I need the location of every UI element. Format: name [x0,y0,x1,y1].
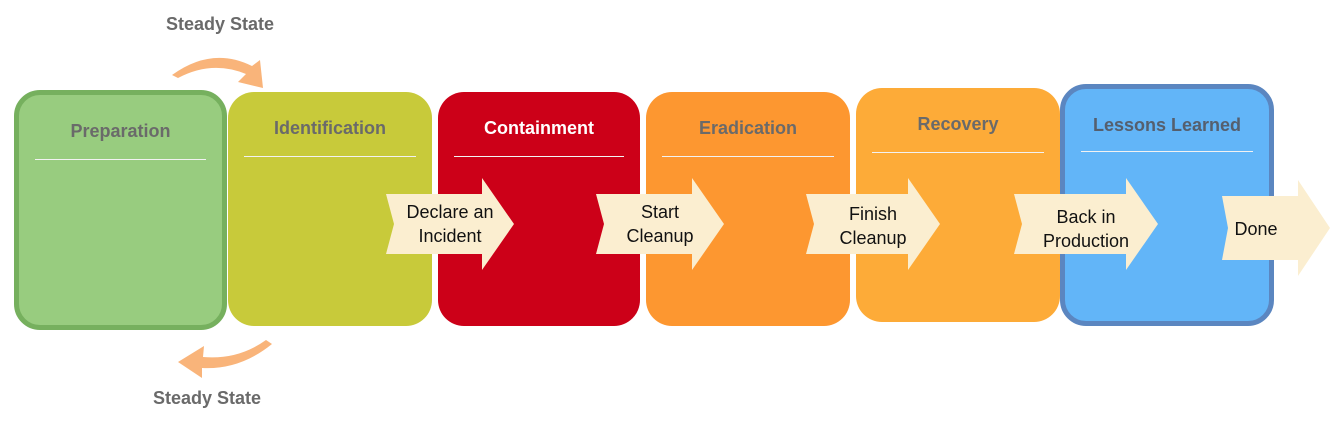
stage-divider [662,156,834,157]
transition-arrow-finish-cleanup: Finish Cleanup [804,176,942,272]
stage-divider [244,156,416,157]
stage-divider [454,156,624,157]
stage-title-preparation: Preparation [70,121,171,141]
stage-title-lessons-learned: Lessons Learned [1092,115,1242,135]
transition-arrow-start-cleanup: Start Cleanup [594,176,726,272]
stage-preparation: Preparation [14,90,227,330]
stage-title-identification: Identification [274,118,386,138]
transition-arrow-declare-incident: Declare an Incident [384,176,516,272]
stage-divider [872,152,1044,153]
stage-title-recovery: Recovery [917,114,999,134]
transition-label-line1: Done [1234,219,1278,239]
transition-arrow-back-in-production: Back in Production [1012,176,1160,272]
transition-label-line2: Production [1042,231,1130,251]
arrow-right-icon [1014,178,1158,270]
arrow-right-icon [806,178,940,270]
transition-label-line1: Start [640,202,679,222]
transition-label-line2: Cleanup [626,226,694,246]
stage-divider [35,159,206,160]
arrow-right-icon [1222,180,1330,276]
transition-label-line1: Back in [1056,207,1116,227]
transition-label-line2: Cleanup [839,228,907,248]
steady-state-label-top: Steady State [166,14,275,34]
transition-label-line1: Finish [848,204,897,224]
stage-divider [1081,151,1253,152]
curved-arrow-icon [178,340,272,378]
transition-label-line1: Declare an [406,202,494,222]
transition-arrow-done: Done [1220,178,1332,278]
steady-state-label-bottom: Steady State [153,388,262,408]
arrow-right-icon [386,178,514,270]
stage-title-containment: Containment [484,118,594,138]
arrow-right-icon [596,178,724,270]
transition-label-line2: Incident [418,226,482,246]
curved-arrow-icon [172,57,263,88]
stage-title-eradication: Eradication [698,118,798,138]
